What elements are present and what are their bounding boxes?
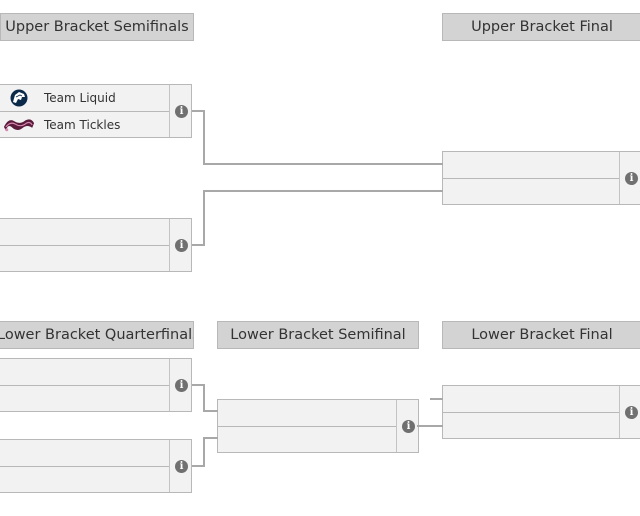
match-lb-quarterfinal-1[interactable]: i bbox=[0, 358, 192, 412]
match-divider bbox=[443, 412, 619, 413]
bracket-connector bbox=[192, 384, 205, 386]
bracket-connector bbox=[203, 110, 205, 165]
match-divider bbox=[443, 178, 619, 179]
match-info-panel bbox=[169, 85, 191, 137]
header-upper-bracket-final: Upper Bracket Final bbox=[442, 13, 640, 41]
bracket-connector bbox=[203, 190, 205, 246]
match-lb-quarterfinal-2[interactable]: i bbox=[0, 439, 192, 493]
bracket-connector bbox=[203, 437, 218, 439]
info-icon[interactable]: i bbox=[625, 406, 638, 419]
bracket-connector bbox=[203, 410, 218, 412]
match-info-panel bbox=[169, 359, 191, 411]
bracket-connector bbox=[203, 437, 205, 467]
bracket-connector bbox=[192, 465, 205, 467]
header-lower-bracket-quarterfinals: Lower Bracket Quarterfinals bbox=[0, 321, 194, 349]
match-info-panel bbox=[619, 152, 640, 204]
match-info-panel bbox=[619, 386, 640, 438]
header-lower-bracket-semifinal: Lower Bracket Semifinal bbox=[217, 321, 419, 349]
bracket-connector bbox=[203, 163, 443, 165]
match-divider bbox=[0, 245, 169, 246]
header-lower-bracket-final: Lower Bracket Final bbox=[442, 321, 640, 349]
info-icon[interactable]: i bbox=[175, 460, 188, 473]
info-icon[interactable]: i bbox=[175, 105, 188, 118]
match-lb-final[interactable]: i bbox=[442, 385, 640, 439]
match-divider bbox=[0, 111, 169, 112]
match-ub-semifinal-1[interactable]: Team Liquid Team Tickles i bbox=[0, 84, 192, 138]
match-info-panel bbox=[169, 219, 191, 271]
team-name: Team Tickles bbox=[44, 118, 121, 132]
match-lb-semifinal[interactable]: i bbox=[217, 399, 419, 453]
bracket-connector bbox=[192, 110, 205, 112]
team-tickles-logo bbox=[3, 119, 35, 132]
match-ub-final[interactable]: i bbox=[442, 151, 640, 205]
match-info-panel bbox=[169, 440, 191, 492]
info-icon[interactable]: i bbox=[402, 420, 415, 433]
match-team-row[interactable]: Team Liquid bbox=[0, 85, 169, 111]
bracket-connector bbox=[192, 244, 205, 246]
header-upper-bracket-semifinals: Upper Bracket Semifinals bbox=[0, 13, 194, 41]
bracket-connector bbox=[430, 398, 443, 400]
match-ub-semifinal-2[interactable]: i bbox=[0, 218, 192, 272]
info-icon[interactable]: i bbox=[625, 172, 638, 185]
bracket-connector bbox=[417, 425, 443, 427]
match-divider bbox=[0, 466, 169, 467]
match-divider bbox=[218, 426, 396, 427]
team-name: Team Liquid bbox=[44, 91, 116, 105]
match-divider bbox=[0, 385, 169, 386]
bracket-connector bbox=[203, 190, 443, 192]
bracket-connector bbox=[203, 384, 205, 412]
team-liquid-horse-logo bbox=[10, 89, 28, 107]
match-team-row[interactable]: Team Tickles bbox=[0, 112, 169, 138]
info-icon[interactable]: i bbox=[175, 239, 188, 252]
match-info-panel bbox=[396, 400, 418, 452]
info-icon[interactable]: i bbox=[175, 379, 188, 392]
